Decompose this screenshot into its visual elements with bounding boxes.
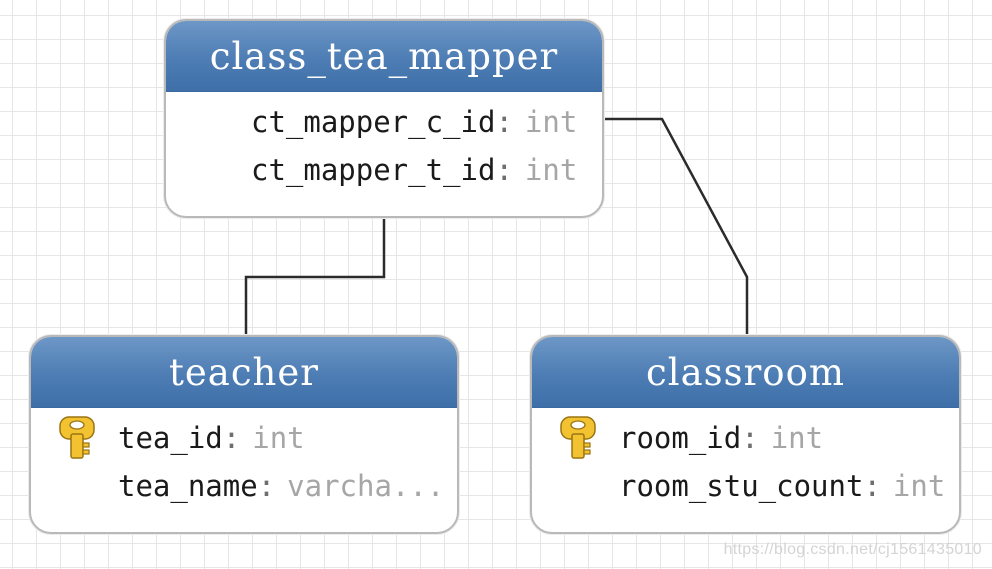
field-separator: :: [741, 421, 759, 455]
field-type: int: [892, 469, 946, 503]
field-separator: :: [257, 469, 276, 503]
entity-title: classroom: [646, 350, 845, 394]
field-name: room_id: [619, 421, 742, 455]
field-row[interactable]: ct_mapper_c_id: int: [166, 98, 602, 146]
field-row[interactable]: room_stu_count: int: [532, 462, 959, 510]
key-icon: [560, 416, 596, 459]
field-type: int: [252, 421, 305, 455]
entity-class-tea-mapper[interactable]: class_tea_mapper ct_mapper_c_id: int ct_m…: [164, 19, 604, 218]
entity-title: class_tea_mapper: [209, 34, 559, 78]
entity-header: classroom: [532, 337, 959, 408]
field-type: int: [524, 105, 578, 139]
entity-teacher[interactable]: teacher tea_id: int tea_name: varcha...: [29, 335, 459, 534]
field-separator: :: [495, 153, 513, 187]
field-row[interactable]: tea_id: int: [31, 414, 457, 462]
relation-line-mapper-teacher: [244, 218, 386, 336]
field-list: tea_id: int tea_name: varcha...: [31, 408, 457, 510]
field-list: room_id: int room_stu_count: int: [532, 408, 959, 510]
field-separator: :: [495, 105, 513, 139]
entity-header: teacher: [31, 337, 457, 408]
field-separator: :: [222, 421, 241, 455]
field-name: tea_id: [118, 421, 223, 455]
field-name: room_stu_count: [619, 469, 864, 503]
field-row[interactable]: room_id: int: [532, 414, 959, 462]
field-list: ct_mapper_c_id: int ct_mapper_t_id: int: [166, 92, 602, 194]
relation-line-mapper-classroom: [605, 117, 749, 336]
entity-classroom[interactable]: classroom room_id: int room_stu_count: int: [530, 335, 961, 534]
field-separator: :: [863, 469, 881, 503]
entity-title: teacher: [169, 350, 319, 394]
field-name: ct_mapper_t_id: [251, 153, 496, 187]
field-row[interactable]: ct_mapper_t_id: int: [166, 146, 602, 194]
field-type: int: [524, 153, 578, 187]
watermark: https://blog.csdn.net/cj1561435010: [723, 541, 982, 558]
field-row[interactable]: tea_name: varcha...: [31, 462, 457, 510]
entity-header: class_tea_mapper: [166, 21, 602, 92]
field-type: int: [770, 421, 824, 455]
field-name: tea_name: [118, 469, 258, 503]
key-icon: [59, 416, 95, 459]
field-name: ct_mapper_c_id: [251, 105, 496, 139]
field-type: varcha...: [287, 469, 445, 503]
